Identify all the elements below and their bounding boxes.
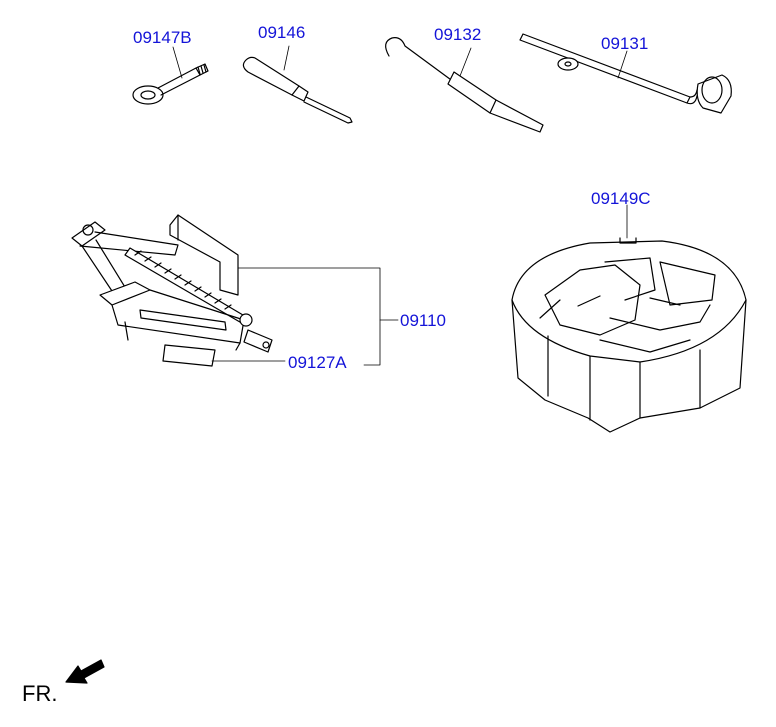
tool-tray-illustration: [511, 204, 747, 433]
callout-09146[interactable]: 09146: [258, 23, 306, 42]
jack-handle-illustration: [385, 37, 544, 133]
callout-09110[interactable]: 09110: [400, 311, 447, 330]
callout-09147B[interactable]: 09147B: [133, 28, 192, 47]
screwdriver-illustration: [242, 45, 353, 124]
front-direction-label: FR.: [22, 681, 58, 706]
callout-09127A[interactable]: 09127A: [288, 353, 347, 372]
callout-09132[interactable]: 09132: [434, 25, 482, 44]
wheel-wrench-illustration: [519, 33, 732, 114]
front-direction-arrow-icon: [65, 659, 105, 684]
callout-09149C[interactable]: 09149C: [591, 189, 651, 208]
scissor-jack-illustration: [71, 214, 399, 367]
callout-09131[interactable]: 09131: [601, 34, 649, 53]
towing-hook-illustration: [132, 46, 209, 105]
